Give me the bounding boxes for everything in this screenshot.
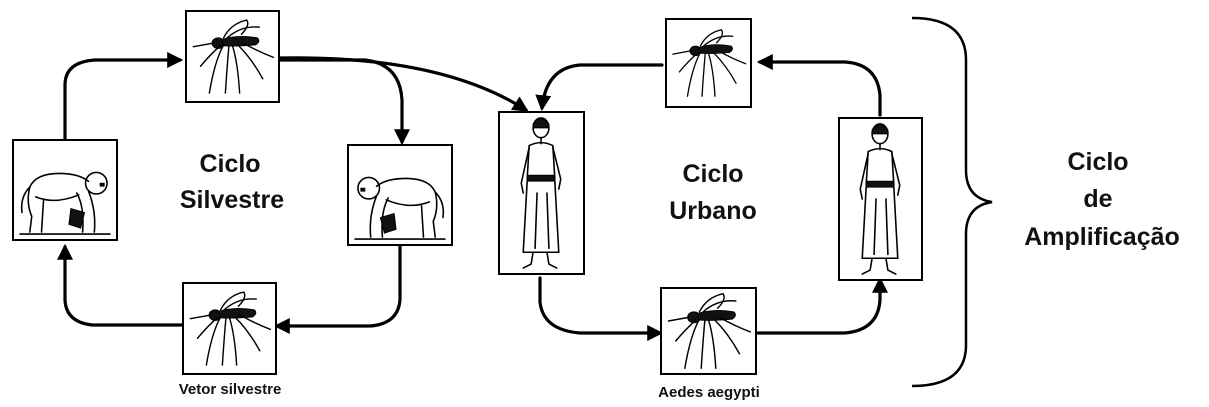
amplification-title-line3: Amplificação (1024, 223, 1180, 251)
arrow-sylvatic-to-urban (278, 56, 529, 112)
arrow-mosquito-bottom-to-human-right (756, 276, 888, 335)
urban-cycle-title-line1: Ciclo (682, 160, 743, 188)
amplification-brace (911, 16, 993, 388)
urban-cycle-arrows (535, 54, 888, 341)
sylvatic-cycle-title-line1: Ciclo (199, 150, 260, 178)
sylvatic-cycle-arrows (57, 52, 529, 334)
card-mosquito-sylvatic-top (185, 10, 280, 103)
card-monkey-left (12, 139, 118, 241)
sylvatic-cycle-title-line2: Silvestre (180, 186, 284, 214)
amplification-title-line1: Ciclo (1067, 148, 1128, 176)
card-human-right (838, 117, 923, 281)
card-mosquito-sylvatic-bottom (182, 282, 277, 375)
card-human-left (498, 111, 585, 275)
urban-cycle-title-line2: Urbano (669, 197, 757, 225)
arrow-monkey-right-to-mosquito-bottom (273, 243, 402, 334)
arrow-mosquito-bottom-to-monkey-left (57, 243, 185, 327)
arrow-mosquito-top-to-monkey-right (278, 58, 410, 146)
sylvatic-vector-caption: Vetor silvestre (179, 381, 282, 398)
arrow-human-right-to-mosquito-top (756, 54, 882, 117)
aedes-aegypti-caption: Aedes aegypti (658, 384, 760, 401)
card-mosquito-urban-bottom (660, 287, 757, 375)
card-mosquito-urban-top (665, 18, 752, 108)
arrow-monkey-to-mosquito-top (63, 52, 184, 142)
card-monkey-right (347, 144, 453, 246)
arrow-mosquito-top-to-human-left (535, 63, 664, 112)
amplification-title-line2: de (1083, 185, 1112, 213)
arrow-human-left-to-mosquito-bottom (538, 276, 664, 341)
